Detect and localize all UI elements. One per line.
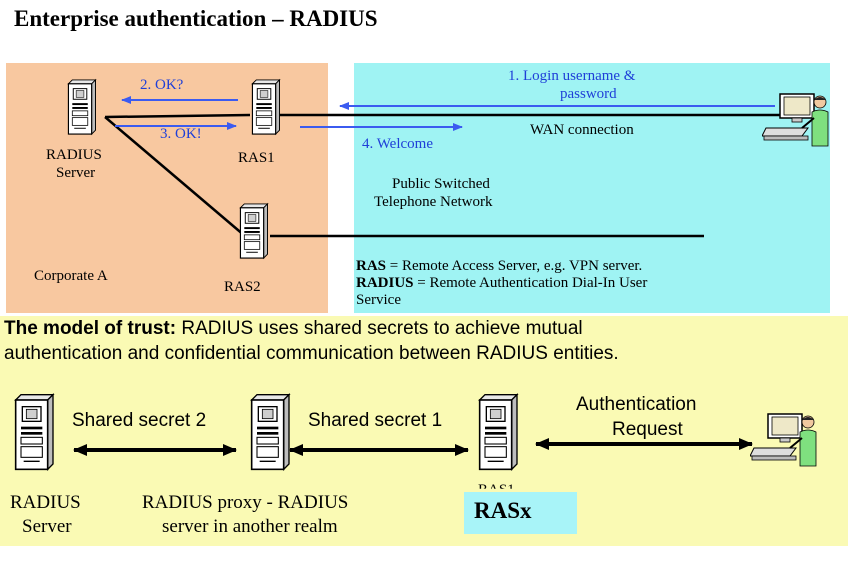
- server-tower-icon: [64, 78, 98, 141]
- server-tower-svg: [67, 78, 97, 136]
- legend-radius-term: RADIUS: [356, 275, 414, 291]
- step2-label: 2. OK?: [140, 77, 184, 93]
- step1-label-line1: 1. Login username &: [508, 68, 636, 84]
- link-radius-ras2: [104, 116, 246, 237]
- ras1-label: RAS1: [238, 150, 275, 166]
- ras2-label: RAS2: [224, 279, 261, 295]
- legend-radius-line2: Service: [356, 292, 401, 308]
- legend-radius: RADIUS = Remote Authentication Dial-In U…: [356, 275, 647, 292]
- pstn-label-line1: Public Switched: [392, 176, 490, 192]
- server-tower-icon: [248, 78, 282, 141]
- pstn-label-line2: Telephone Network: [374, 194, 493, 210]
- user-at-computer-icon: [749, 412, 818, 473]
- server-tower-svg: [478, 393, 519, 471]
- server-tower-svg: [250, 393, 291, 471]
- pstn-panel: [354, 63, 830, 313]
- trust-panel: [0, 316, 848, 546]
- trust-heading-term: The model of trust:: [4, 318, 177, 339]
- trust-heading-rest: RADIUS uses shared secrets to achieve mu…: [176, 318, 583, 339]
- server-tower-svg: [239, 202, 269, 260]
- shared-secret-2-label: Shared secret 2: [72, 410, 207, 431]
- server-tower-icon: [10, 392, 56, 477]
- server-tower-icon: [236, 202, 270, 265]
- link-radius-ras1: [104, 113, 251, 119]
- hidden-ras-label: RAS1: [478, 482, 515, 489]
- step1-label-line2: password: [560, 86, 617, 102]
- corporate-label: Corporate A: [34, 268, 108, 284]
- server-tower-svg: [251, 78, 281, 136]
- radius-server-label-line1: RADIUS: [46, 147, 102, 163]
- server-tower-icon: [246, 392, 292, 477]
- bottom-radius-server-line1: RADIUS: [10, 492, 81, 513]
- proxy-label-line2: server in another realm: [162, 516, 338, 537]
- auth-request-label-line1: Authentication: [576, 394, 697, 415]
- auth-request-label-line2: Request: [612, 419, 683, 440]
- legend-ras: RAS = Remote Access Server, e.g. VPN ser…: [356, 258, 642, 275]
- server-tower-svg: [14, 393, 55, 471]
- radius-server-label-line2: Server: [56, 165, 96, 181]
- user-at-computer-icon: [761, 92, 830, 153]
- bottom-radius-server-line2: Server: [22, 516, 72, 537]
- legend-ras-definition: = Remote Access Server, e.g. VPN server.: [386, 258, 643, 274]
- server-tower-icon: [474, 392, 520, 477]
- shared-secret-1-label: Shared secret 1: [308, 410, 443, 431]
- step4-label: 4. Welcome: [362, 136, 433, 152]
- slide-title: Enterprise authentication – RADIUS: [14, 6, 378, 31]
- wan-label: WAN connection: [530, 122, 634, 138]
- step3-label: 3. OK!: [160, 126, 202, 142]
- legend-ras-term: RAS: [356, 258, 387, 274]
- rasx-label: RASx: [474, 498, 532, 523]
- rasx-label-box: [464, 492, 577, 534]
- trust-heading-line2: authentication and confidential communic…: [4, 343, 619, 364]
- legend-radius-definition: = Remote Authentication Dial-In User: [413, 275, 648, 291]
- proxy-label-line1: RADIUS proxy - RADIUS: [142, 492, 349, 513]
- trust-heading-line1: The model of trust: RADIUS uses shared s…: [4, 318, 583, 340]
